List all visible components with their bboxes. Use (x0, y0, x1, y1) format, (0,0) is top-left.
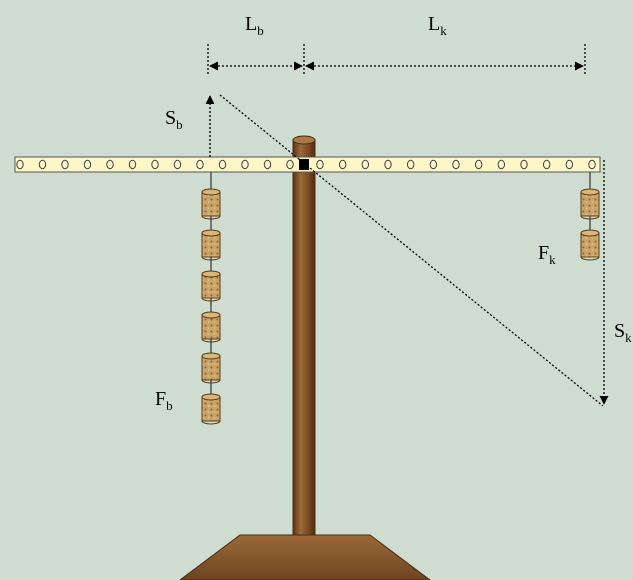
beam-hole (241, 159, 249, 170)
weight (201, 352, 221, 384)
label-sb: Sb (165, 107, 183, 132)
weight (201, 393, 221, 425)
beam-hole (151, 159, 159, 170)
beam-hole (106, 159, 114, 170)
beam-hole (218, 159, 227, 170)
beam-hole (173, 159, 182, 170)
beam-hole (384, 159, 392, 170)
beam-hole (452, 159, 460, 170)
label-fk: Fk (538, 242, 556, 267)
beam-hole (497, 159, 506, 170)
beam-hole (474, 159, 483, 170)
beam-hole (38, 159, 47, 170)
beam-hole (565, 159, 574, 170)
label-sk: Sk (614, 320, 632, 345)
left-weight-stack (201, 172, 221, 425)
beam-hole (196, 159, 204, 170)
right-weight-stack (580, 172, 600, 261)
label-lk: Lk (428, 13, 447, 38)
beam-hole (128, 159, 137, 170)
weight (201, 229, 221, 261)
beam-hole (286, 159, 294, 170)
stand-post (292, 139, 316, 536)
dimension-lines (205, 44, 609, 407)
beam-hole (16, 159, 24, 170)
weight (580, 229, 600, 261)
label-lb: Lb (245, 13, 264, 38)
beam-hole (83, 159, 92, 170)
beam-hole (542, 159, 551, 170)
stand-base (179, 534, 431, 580)
weight (201, 270, 221, 302)
label-fb: Fb (155, 388, 173, 413)
post-top (292, 135, 316, 145)
beam-hole (406, 159, 415, 170)
beam-hole (338, 159, 347, 170)
beam-hole (263, 159, 272, 170)
beam-hole (316, 159, 324, 170)
weight (201, 311, 221, 343)
weight (201, 188, 221, 220)
beam-holes (16, 159, 596, 170)
pivot (299, 159, 309, 170)
beam-hole (361, 159, 370, 170)
beam-hole (520, 159, 528, 170)
weight (580, 188, 600, 220)
beam-hole (429, 159, 438, 170)
beam-hole (588, 159, 596, 170)
beam-hole (61, 159, 69, 170)
